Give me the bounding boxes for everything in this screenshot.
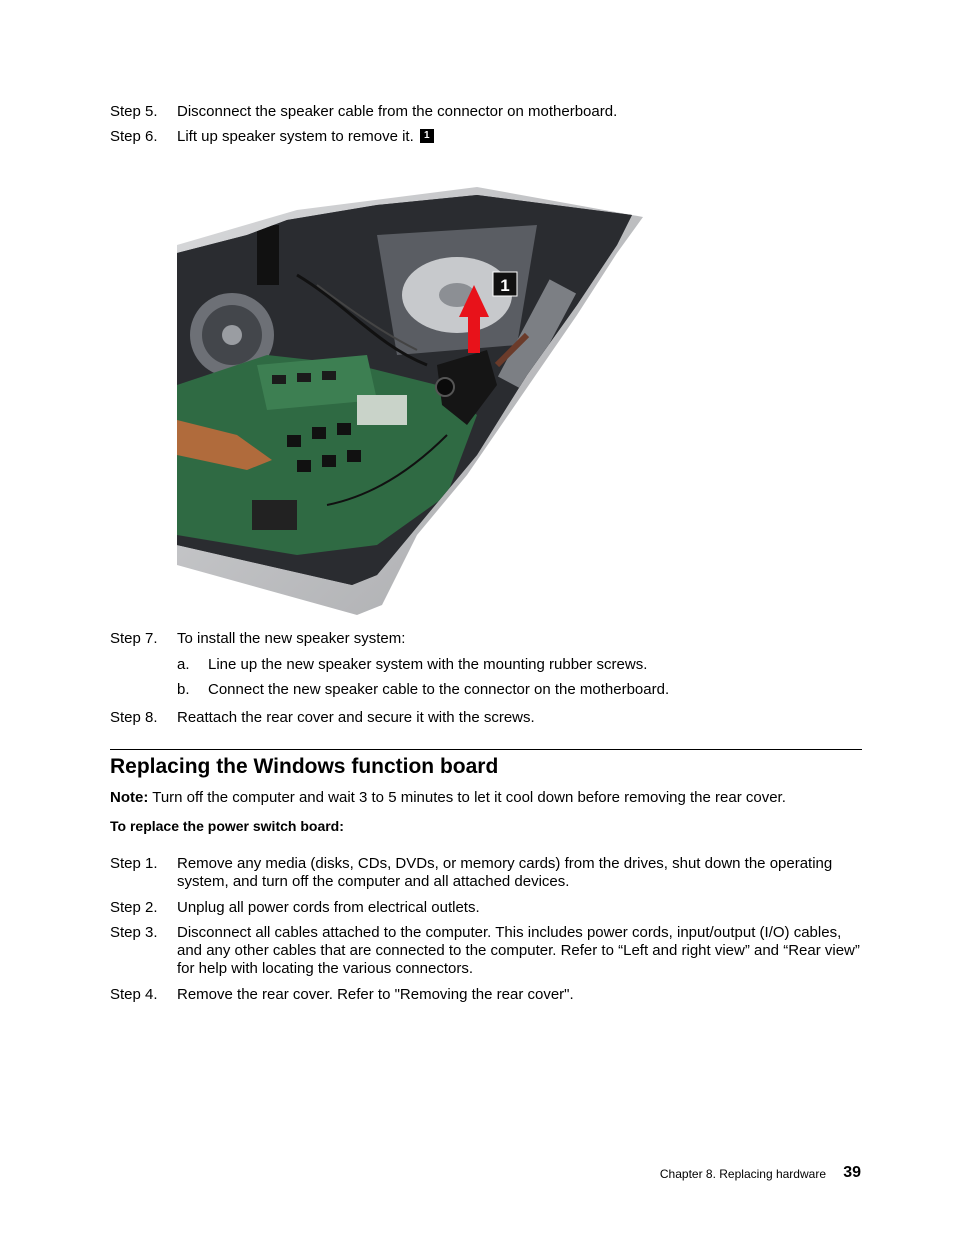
step-1-label: Step 1. <box>110 855 158 872</box>
page-number: 39 <box>843 1164 861 1181</box>
step-6-label: Step 6. <box>110 128 158 145</box>
step-5-text: Disconnect the speaker cable from the co… <box>177 103 618 120</box>
step-6-text-body: Lift up speaker system to remove it. <box>177 128 414 145</box>
step-5-label: Step 5. <box>110 103 158 120</box>
section-title: Replacing the Windows function board <box>110 755 499 778</box>
substep-b-label: b. <box>177 681 190 698</box>
procedure-subheading: To replace the power switch board: <box>110 818 344 834</box>
step-2-text: Unplug all power cords from electrical o… <box>177 899 480 916</box>
step-4-label: Step 4. <box>110 986 158 1003</box>
step-7-text: To install the new speaker system: <box>177 630 406 647</box>
callout-badge: 1 <box>419 129 434 144</box>
step-6-text: Lift up speaker system to remove it. 1 <box>177 128 862 146</box>
step-8-text: Reattach the rear cover and secure it wi… <box>177 709 535 726</box>
lift-arrow <box>468 313 480 353</box>
note-label: Note: <box>110 789 149 806</box>
step-3-label: Step 3. <box>110 924 158 941</box>
footer-chapter: Chapter 8. Replacing hardware <box>659 1167 826 1181</box>
step-7-label: Step 7. <box>110 630 158 647</box>
note-paragraph: Note: Turn off the computer and wait 3 t… <box>110 789 786 807</box>
photo-callout-label: 1 <box>500 276 509 295</box>
step-4-text: Remove the rear cover. Refer to "Removin… <box>177 986 574 1003</box>
step-2-label: Step 2. <box>110 899 158 916</box>
substep-b-text: Connect the new speaker cable to the con… <box>208 681 670 698</box>
step-1-text: Remove any media (disks, CDs, DVDs, or m… <box>177 855 833 890</box>
step-3-text: Disconnect all cables attached to the co… <box>177 924 860 977</box>
substep-a-text: Line up the new speaker system with the … <box>208 656 648 673</box>
step-8-label: Step 8. <box>110 709 158 726</box>
section-divider <box>110 749 862 750</box>
substep-a-label: a. <box>177 656 190 673</box>
note-text: Turn off the computer and wait 3 to 5 mi… <box>148 789 786 806</box>
speaker-removal-photo: 1 <box>177 187 643 615</box>
